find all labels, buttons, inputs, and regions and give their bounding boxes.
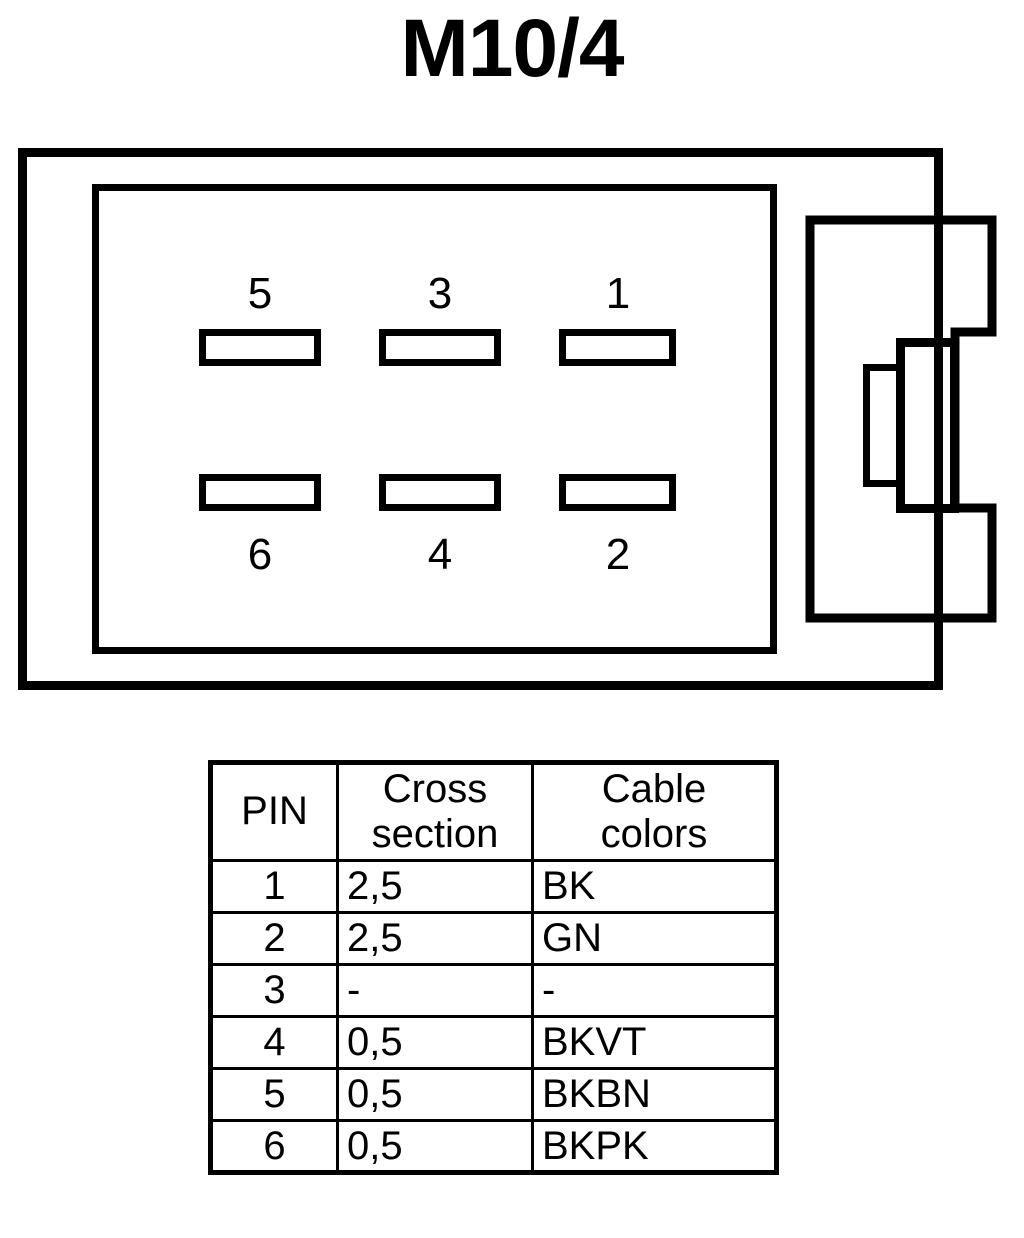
pin-number-label-3: 3 — [427, 269, 453, 318]
cell-cable-color: GN — [531, 910, 778, 966]
table-header-cable-colors: Cable colors — [531, 761, 778, 862]
cell-pin: 2 — [209, 910, 339, 966]
pin-number-label-5: 5 — [247, 269, 273, 318]
cell-cross-section: 0,5 — [336, 1014, 534, 1070]
cell-cable-color: BKVT — [531, 1014, 778, 1070]
pin-slot-6 — [199, 474, 321, 511]
connector-diagram — [18, 148, 997, 690]
connector-latch-tab — [896, 338, 959, 513]
table-header-cross-section-line2: section — [371, 811, 499, 856]
pin-slot-4 — [379, 474, 501, 511]
table-header-cross-section: Cross section — [336, 761, 534, 862]
table-row: 2 2,5 GN — [209, 910, 778, 966]
table-row: 3 - - — [209, 962, 778, 1018]
cell-pin: 1 — [209, 858, 339, 914]
cell-pin: 5 — [209, 1066, 339, 1122]
table-header-pin: PIN — [209, 761, 339, 862]
connector-inner-body — [92, 184, 777, 654]
connector-outer-body — [18, 148, 943, 690]
connector-latch-notch — [863, 364, 904, 487]
pin-number-label-2: 2 — [605, 530, 631, 579]
cell-cross-section: 2,5 — [336, 858, 534, 914]
cell-pin: 4 — [209, 1014, 339, 1070]
table-row: 5 0,5 BKBN — [209, 1066, 778, 1122]
table-header-cross-section-line1: Cross — [382, 767, 488, 811]
pin-number-label-4: 4 — [427, 530, 453, 579]
cell-cross-section: - — [336, 962, 534, 1018]
cell-pin: 6 — [209, 1118, 339, 1175]
pin-assignment-table: PIN Cross section Cable colors 1 2,5 BK … — [208, 760, 779, 1176]
cell-cable-color: BKPK — [531, 1118, 778, 1175]
cell-cross-section: 0,5 — [336, 1118, 534, 1175]
pin-number-label-1: 1 — [605, 269, 631, 318]
pin-slot-3 — [379, 329, 501, 366]
table-header-cable-colors-line1: Cable — [601, 767, 707, 811]
cell-cross-section: 0,5 — [336, 1066, 534, 1122]
pin-slot-2 — [559, 474, 676, 511]
cell-cable-color: BK — [531, 858, 778, 914]
table-row: 4 0,5 BKVT — [209, 1014, 778, 1070]
cell-pin: 3 — [209, 962, 339, 1018]
table-row: 1 2,5 BK — [209, 858, 778, 914]
cell-cable-color: - — [531, 962, 778, 1018]
table-header-row: PIN Cross section Cable colors — [209, 761, 778, 862]
table-row: 6 0,5 BKPK — [209, 1118, 778, 1175]
pin-slot-1 — [559, 329, 676, 366]
pin-number-label-6: 6 — [247, 530, 273, 579]
pin-slot-5 — [199, 329, 321, 366]
cell-cross-section: 2,5 — [336, 910, 534, 966]
table-header-cable-colors-line2: colors — [600, 811, 708, 856]
cell-cable-color: BKBN — [531, 1066, 778, 1122]
page-title: M10/4 — [400, 3, 625, 94]
